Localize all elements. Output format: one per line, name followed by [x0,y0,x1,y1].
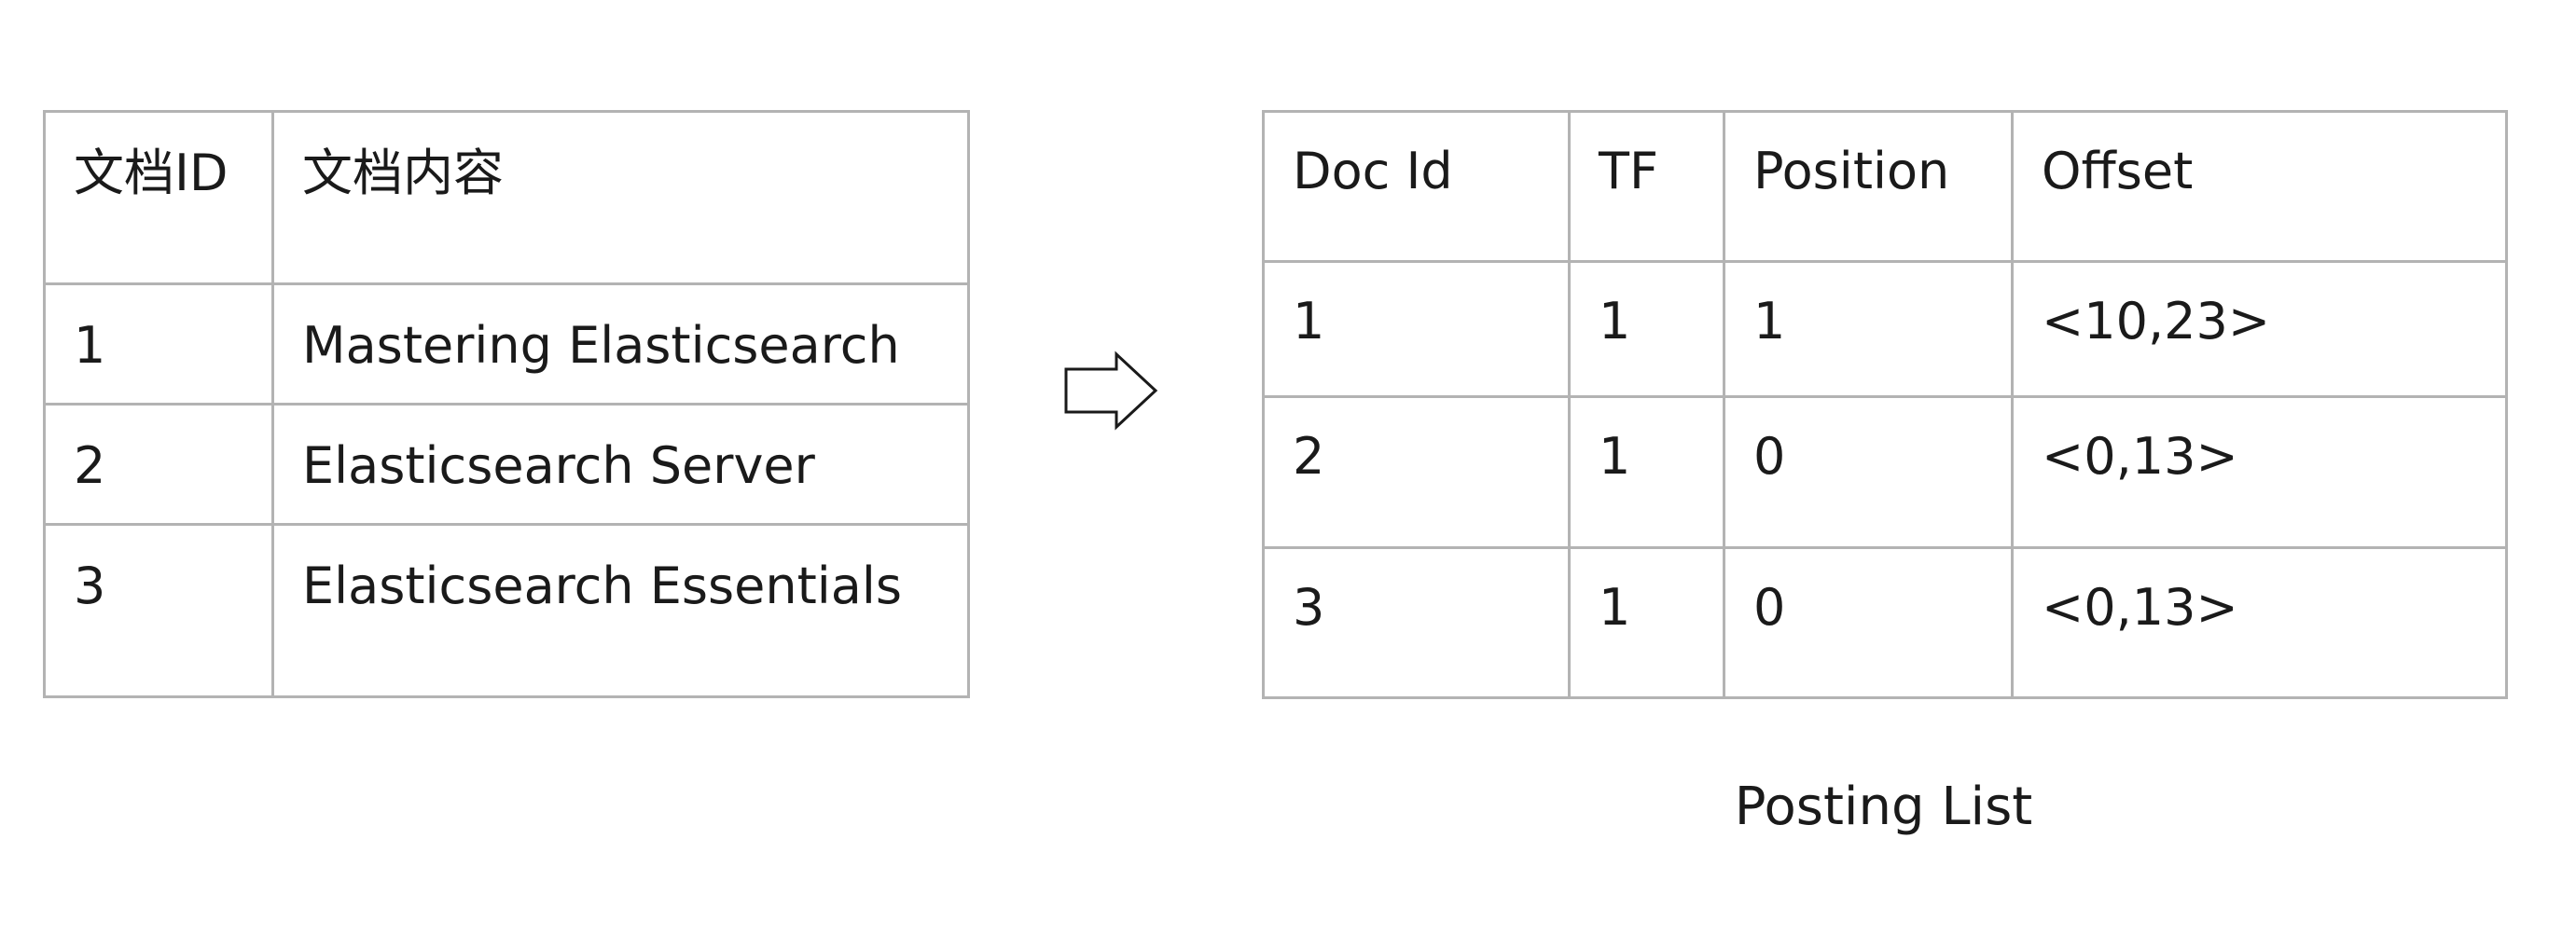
right-arrow-icon [1064,351,1158,431]
offset-cell: <0,13> [2011,395,2508,549]
doc-content-cell: Mastering Elasticsearch [271,282,970,406]
table-header-row: 文档ID 文档内容 [43,110,970,285]
doc-id-cell: 2 [43,403,274,526]
table-row: 3 1 0 <0,13> [1262,546,2508,699]
doc-content-cell: Elasticsearch Essentials [271,523,970,698]
header-doc-id: 文档ID [43,110,274,285]
table-row: 1 1 1 <10,23> [1262,260,2508,398]
offset-cell: <10,23> [2011,260,2508,398]
table-row: 2 1 0 <0,13> [1262,395,2508,549]
doc-id-cell: 1 [43,282,274,406]
header-tf: TF [1568,110,1725,263]
tf-cell: 1 [1568,260,1725,398]
header-doc-content: 文档内容 [271,110,970,285]
doc-id-cell: 2 [1262,395,1571,549]
posting-list-table: Doc Id TF Position Offset 1 1 1 <10,23> … [1262,110,2508,699]
tf-cell: 1 [1568,546,1725,699]
tf-cell: 1 [1568,395,1725,549]
doc-id-cell: 3 [43,523,274,698]
table-header-row: Doc Id TF Position Offset [1262,110,2508,263]
header-position: Position [1723,110,2014,263]
documents-table: 文档ID 文档内容 1 Mastering Elasticsearch 2 El… [43,110,970,698]
offset-cell: <0,13> [2011,546,2508,699]
table-row: 1 Mastering Elasticsearch [43,282,970,406]
doc-id-cell: 1 [1262,260,1571,398]
header-offset: Offset [2011,110,2508,263]
table-row: 2 Elasticsearch Server [43,403,970,526]
doc-content-cell: Elasticsearch Server [271,403,970,526]
posting-list-caption: Posting List [1734,777,2033,837]
header-doc-id: Doc Id [1262,110,1571,263]
doc-id-cell: 3 [1262,546,1571,699]
position-cell: 0 [1723,395,2014,549]
position-cell: 1 [1723,260,2014,398]
position-cell: 0 [1723,546,2014,699]
table-row: 3 Elasticsearch Essentials [43,523,970,698]
